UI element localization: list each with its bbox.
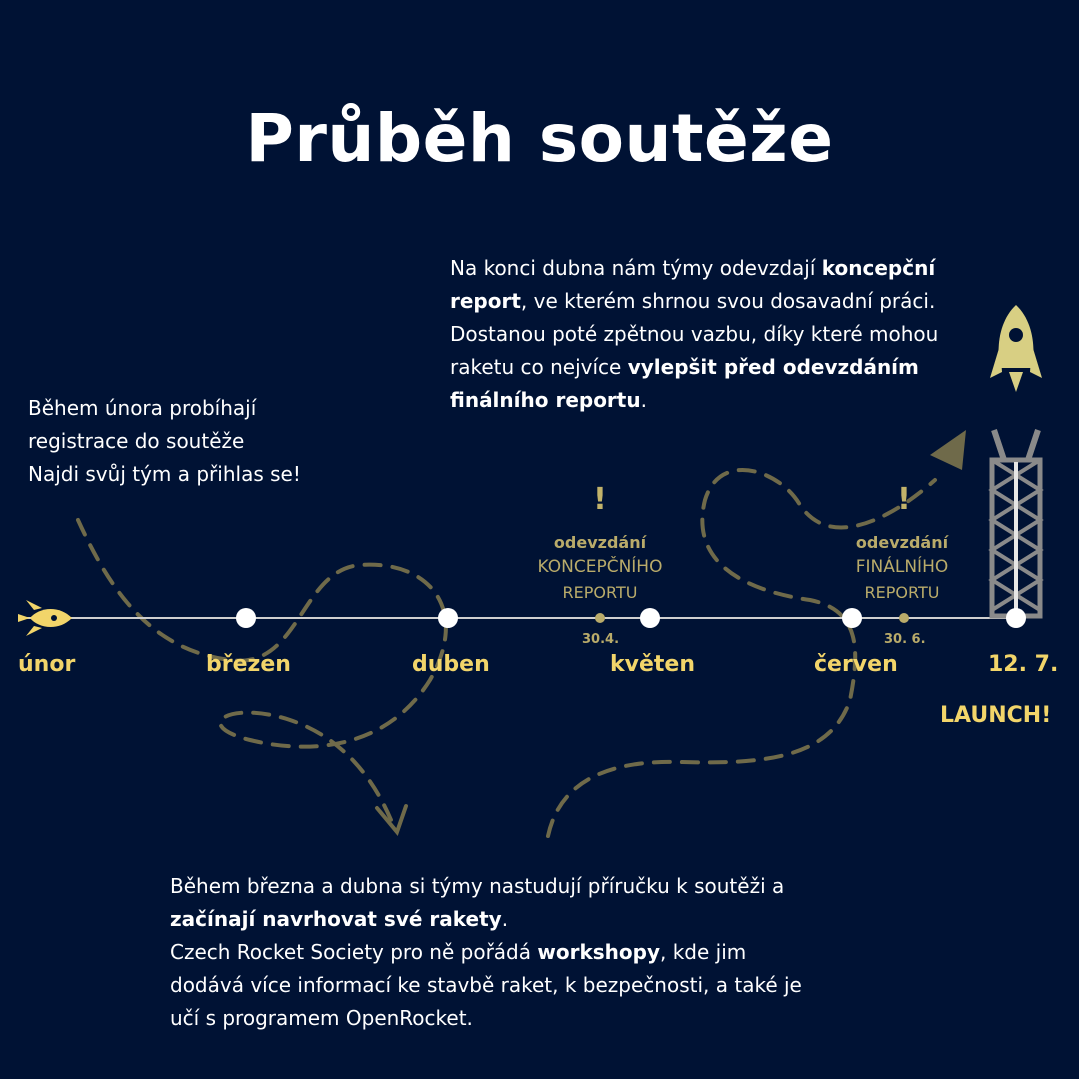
concept-report-note: Na konci dubna nám týmy odevzdají koncep… [450,252,1000,417]
note-text: Během března a dubna si týmy nastudují p… [170,874,785,898]
note-bold: vylepšit před odevzdáním finálního repor… [450,355,919,412]
note-bold: začínají navrhovat své rakety [170,907,502,931]
launch-label: LAUNCH! [940,703,1052,728]
deadline-line: REPORTU [864,583,940,602]
month-label-unor: únor [18,652,76,677]
deadline-final-report: odevzdání FINÁLNÍHO REPORTU [822,530,982,605]
dot-deadline-2 [899,613,909,623]
deadline-exclamation: ! [593,482,607,517]
note-bold: koncepční report [450,256,936,313]
dashed-path-2 [546,468,937,838]
launch-rocket-icon [990,305,1042,392]
month-label-launch-date: 12. 7. [988,652,1059,677]
month-label-kveten: květen [610,652,695,677]
note-text: , ve kterém shrnou svou dosavadní práci.… [450,289,939,379]
page-title: Průběh soutěže [245,100,834,177]
note-text: . [640,388,647,412]
deadline-concept-report: odevzdání KONCEPČNÍHO REPORTU [520,530,680,605]
dashed-path-1 [76,518,448,832]
deadline-date: 30.4. [582,632,620,647]
month-label-brezen: březen [206,652,291,677]
dot-deadline-1 [595,613,605,623]
note-paragraph: Během března a dubna si týmy nastudují p… [170,870,810,936]
deadline-line: odevzdání [553,533,647,552]
deadline-line: odevzdání [855,533,949,552]
month-label-duben: duben [412,652,490,677]
arrow-head-down [375,804,408,837]
arrow-head-triangle [930,430,966,470]
note-line: registrace do soutěže [28,429,245,453]
registration-note: Během února probíhají registrace do sout… [28,392,368,491]
note-text: . [501,907,509,931]
note-bold: workshopy [537,940,660,964]
note-line: Během února probíhají [28,396,257,420]
rocket-icon [18,600,72,636]
workshop-note: Během března a dubna si týmy nastudují p… [170,870,810,1035]
deadline-line: REPORTU [562,583,638,602]
note-text: , kde jim dodává více informací ke stavb… [170,940,802,1030]
deadline-line: FINÁLNÍHO [855,557,949,577]
month-label-cerven: červen [814,652,898,677]
note-text: Na konci dubna nám týmy odevzdají [450,256,822,280]
deadline-line: KONCEPČNÍHO [537,557,663,577]
note-paragraph: Czech Rocket Society pro ně pořádá works… [170,936,810,1035]
dot-kveten [640,608,660,628]
deadline-date: 30. 6. [884,632,926,647]
dot-cerven [842,608,862,628]
deadline-exclamation: ! [897,482,911,517]
dot-duben [438,608,458,628]
launch-tower-icon [988,429,1044,619]
dot-brezen [236,608,256,628]
dot-launch [1006,608,1026,628]
note-text: Czech Rocket Society pro ně pořádá [170,940,538,964]
note-line: Najdi svůj tým a přihlas se! [28,462,301,486]
